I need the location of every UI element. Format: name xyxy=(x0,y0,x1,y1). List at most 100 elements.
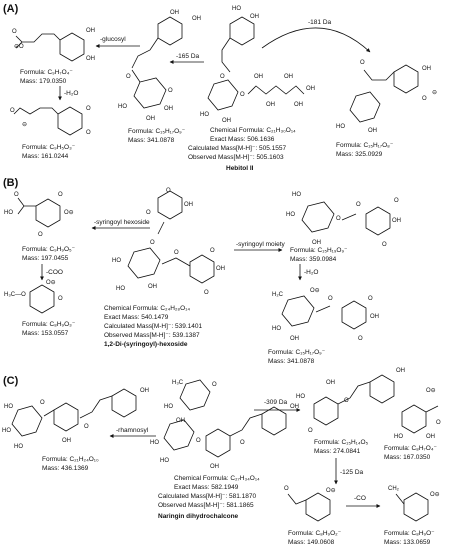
panel-b-product-3-mass: Mass: 359.0984 xyxy=(290,256,337,263)
svg-text:HO: HO xyxy=(200,112,209,118)
svg-text:OH: OH xyxy=(284,74,293,80)
panel-c-product-1-mass: Mass: 436.1369 xyxy=(42,465,89,472)
panel-b-label: (B) xyxy=(3,177,19,189)
svg-text:H₃C: H₃C xyxy=(172,380,184,386)
panel-c-product-5-mass: Mass: 133.0659 xyxy=(384,539,431,546)
svg-text:O: O xyxy=(284,486,289,492)
svg-text:OH: OH xyxy=(216,266,225,272)
svg-text:OH: OH xyxy=(392,218,401,224)
svg-text:OH: OH xyxy=(140,388,149,394)
svg-text:O: O xyxy=(328,296,333,302)
svg-text:O: O xyxy=(10,108,15,114)
svg-text:O: O xyxy=(84,424,89,430)
svg-text:O: O xyxy=(220,74,225,80)
panel-c-product-3-mass: Mass: 167.0350 xyxy=(384,454,431,461)
svg-text:OH: OH xyxy=(210,464,219,470)
panel-b-parent-name: 1,2-Di-(syringoyl)-hexoside xyxy=(104,341,188,348)
svg-text:HO: HO xyxy=(150,440,159,446)
panel-b-parent-exact-mass: Exact Mass: 540.1479 xyxy=(104,314,169,321)
svg-text:O: O xyxy=(436,420,441,426)
svg-text:OH: OH xyxy=(164,106,173,112)
panel-b-step-syringoyl-moiety: -syringoyl moiety xyxy=(236,241,286,248)
panel-c-step-co: -CO xyxy=(354,495,366,502)
svg-text:OH: OH xyxy=(294,102,303,108)
svg-text:O: O xyxy=(58,296,63,302)
svg-text:H₃C—O: H₃C—O xyxy=(4,292,26,298)
panel-a-caffeoyl-glucose-structure: OH OH O O OH OH HO xyxy=(118,10,201,122)
svg-text:HO: HO xyxy=(286,212,295,218)
panel-c-product-2-formula: Formula: C₁₅H₁₄O₅ xyxy=(314,439,369,446)
svg-text:HO: HO xyxy=(118,104,127,110)
panel-a-product-1-formula: Formula: C₉H₇O₄⁻ xyxy=(20,69,73,76)
svg-text:O⊖: O⊖ xyxy=(326,488,336,494)
svg-text:O: O xyxy=(40,400,45,406)
panel-a-step-181: -181 Da xyxy=(308,19,332,26)
svg-text:HO: HO xyxy=(296,394,305,400)
panel-c-parent-structure: H₃C O HO OH HO HO O OH O OH xyxy=(150,379,299,470)
svg-text:O: O xyxy=(86,106,91,112)
svg-text:OH: OH xyxy=(62,438,71,444)
svg-text:O: O xyxy=(344,398,349,404)
svg-text:OH: OH xyxy=(146,116,155,122)
svg-text:HO: HO xyxy=(394,434,403,440)
svg-text:OH: OH xyxy=(312,240,321,246)
svg-text:OH: OH xyxy=(370,314,379,320)
svg-text:HO: HO xyxy=(272,326,281,332)
svg-text:O: O xyxy=(368,296,373,302)
svg-text:O⊖: O⊖ xyxy=(310,288,320,294)
panel-c-step-rhamnosyl: -rhamnosyl xyxy=(116,427,149,434)
panel-b-step-syringoyl-hexoside: -syringoyl hexoside xyxy=(94,219,150,226)
svg-text:⊖O: ⊖O xyxy=(14,44,24,50)
panel-c-step-125: -125 Da xyxy=(340,469,364,476)
panel-c-product-167-structure: O⊖ HO OH O xyxy=(394,388,441,440)
svg-text:HO: HO xyxy=(14,444,23,450)
svg-text:⊖: ⊖ xyxy=(22,122,27,128)
panel-b-syringate-structure: O HO O O⊖ O xyxy=(4,192,74,238)
svg-text:OH: OH xyxy=(250,14,259,20)
svg-text:OH: OH xyxy=(426,434,435,440)
panel-a-parent-exact-mass: Exact Mass: 506.1636 xyxy=(210,136,275,143)
svg-text:OH: OH xyxy=(184,202,193,208)
svg-text:OH: OH xyxy=(148,284,157,290)
svg-text:O: O xyxy=(308,428,313,434)
panel-b-product-359-structure: HO HO OH O O O OH O xyxy=(286,192,401,248)
svg-text:O: O xyxy=(12,29,17,35)
panel-b-product-3-formula: Formula: C₁₅H₁₉O₉⁻ xyxy=(290,247,348,254)
panel-b-parent-structure: O OH O O HO HO OH O O OH O xyxy=(112,188,225,296)
svg-text:HO: HO xyxy=(164,404,173,410)
panel-a-step-h2o: -H₂O xyxy=(64,90,78,97)
svg-text:HO: HO xyxy=(2,428,11,434)
svg-text:HO: HO xyxy=(336,124,345,130)
panel-c-product-4-formula: Formula: C₈H₉O₂⁻ xyxy=(288,530,342,537)
svg-text:HO: HO xyxy=(4,404,13,410)
panel-b-product-4-mass: Mass: 341.0878 xyxy=(268,358,315,365)
panel-b-product-1-mass: Mass: 197.0455 xyxy=(22,255,69,262)
svg-text:OH: OH xyxy=(170,10,179,16)
svg-text:O: O xyxy=(14,192,19,198)
svg-text:O: O xyxy=(212,382,217,388)
panel-a-product-3-formula: Formula: C₁₅H₁₇O₉⁻ xyxy=(128,128,186,135)
svg-text:O: O xyxy=(210,248,215,254)
panel-b-product-153-structure: H₃C—O O O⊖ xyxy=(4,280,63,314)
panel-a-product-4-mass: Mass: 325.0929 xyxy=(336,151,383,158)
panel-a-product-4-formula: Formula: C₁₅H₁₇O₈⁻ xyxy=(336,142,394,149)
panel-b-product-1-formula: Formula: C₉H₉O₅⁻ xyxy=(22,246,76,253)
svg-text:O: O xyxy=(150,240,155,246)
panel-c-parent-exact-mass: Exact Mass: 582.1949 xyxy=(174,484,239,491)
panel-c-parent-obs-mass: Observed Mass[M-H]⁻: 581.1865 xyxy=(158,502,254,509)
svg-text:O: O xyxy=(166,188,171,194)
svg-text:O: O xyxy=(86,130,91,136)
panel-c-parent-name: Naringin dihydrochalcone xyxy=(158,513,239,520)
svg-text:O⊖: O⊖ xyxy=(426,388,436,394)
svg-text:O: O xyxy=(394,198,399,204)
svg-text:HO: HO xyxy=(232,6,241,12)
panel-b-parent-obs-mass: Observed Mass[M-H]⁻: 539.1387 xyxy=(104,332,200,339)
svg-text:OH: OH xyxy=(86,28,95,34)
svg-text:HO: HO xyxy=(160,458,169,464)
svg-text:O⊖: O⊖ xyxy=(430,492,440,498)
svg-text:O: O xyxy=(336,216,341,222)
svg-text:O: O xyxy=(126,74,131,80)
svg-text:O: O xyxy=(196,438,201,444)
panel-c-product-1-formula: Formula: C₂₁H₂₄O₁₀ xyxy=(42,456,99,463)
panel-b-parent-calc-mass: Calculated Mass[M-H]⁻: 539.1401 xyxy=(104,323,202,330)
